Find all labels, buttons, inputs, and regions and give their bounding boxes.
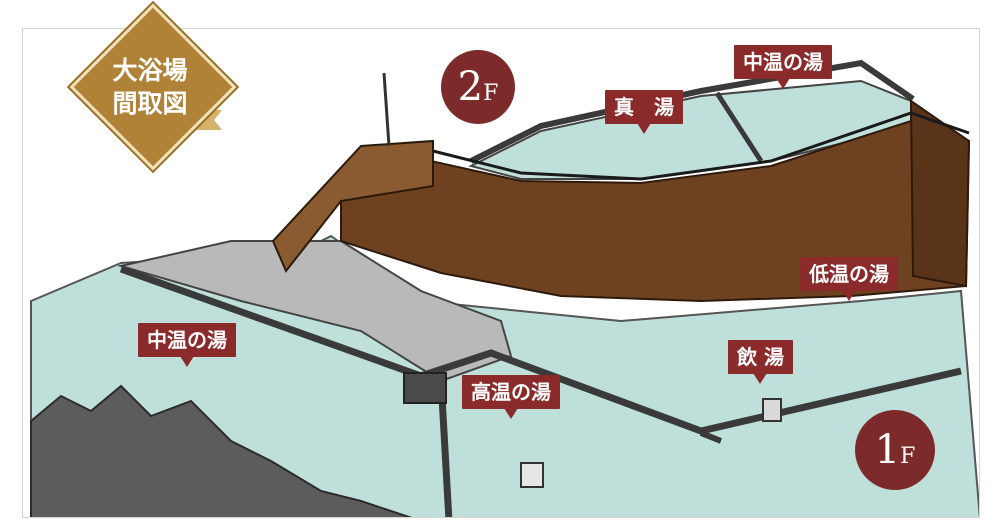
floor-badge-1f: 1F — [855, 410, 935, 490]
drinking-spout — [762, 398, 782, 422]
floor-badge-2f: 2F — [441, 50, 515, 124]
label-inyu: 飲 湯 — [728, 340, 793, 384]
upper-divider — [714, 91, 764, 163]
label-teion: 低温の湯 — [800, 257, 898, 301]
label-chuon-lower: 中温の湯 — [138, 323, 236, 367]
divider-line — [699, 430, 723, 444]
shrine-structure — [403, 372, 447, 404]
floor-plan-title-badge: 大浴場 間取図 — [69, 3, 237, 171]
floor-suffix: F — [900, 444, 916, 469]
upper-rim — [469, 59, 915, 164]
floor-number: 1 — [874, 427, 901, 473]
floor-plan-title: 大浴場 間取図 — [112, 56, 188, 118]
outlet-box — [520, 462, 544, 488]
staircase — [271, 139, 434, 273]
divider-line — [119, 265, 962, 435]
flag-pole — [382, 72, 391, 147]
rock-edge — [30, 384, 413, 517]
label-makoto-yu: 真 湯 — [605, 90, 683, 134]
label-chuon-upper: 中温の湯 — [734, 45, 832, 89]
floor-number: 2 — [457, 64, 484, 110]
floor-suffix: F — [483, 81, 499, 106]
label-koon: 高温の湯 — [462, 375, 560, 419]
fence-rail — [432, 111, 970, 181]
